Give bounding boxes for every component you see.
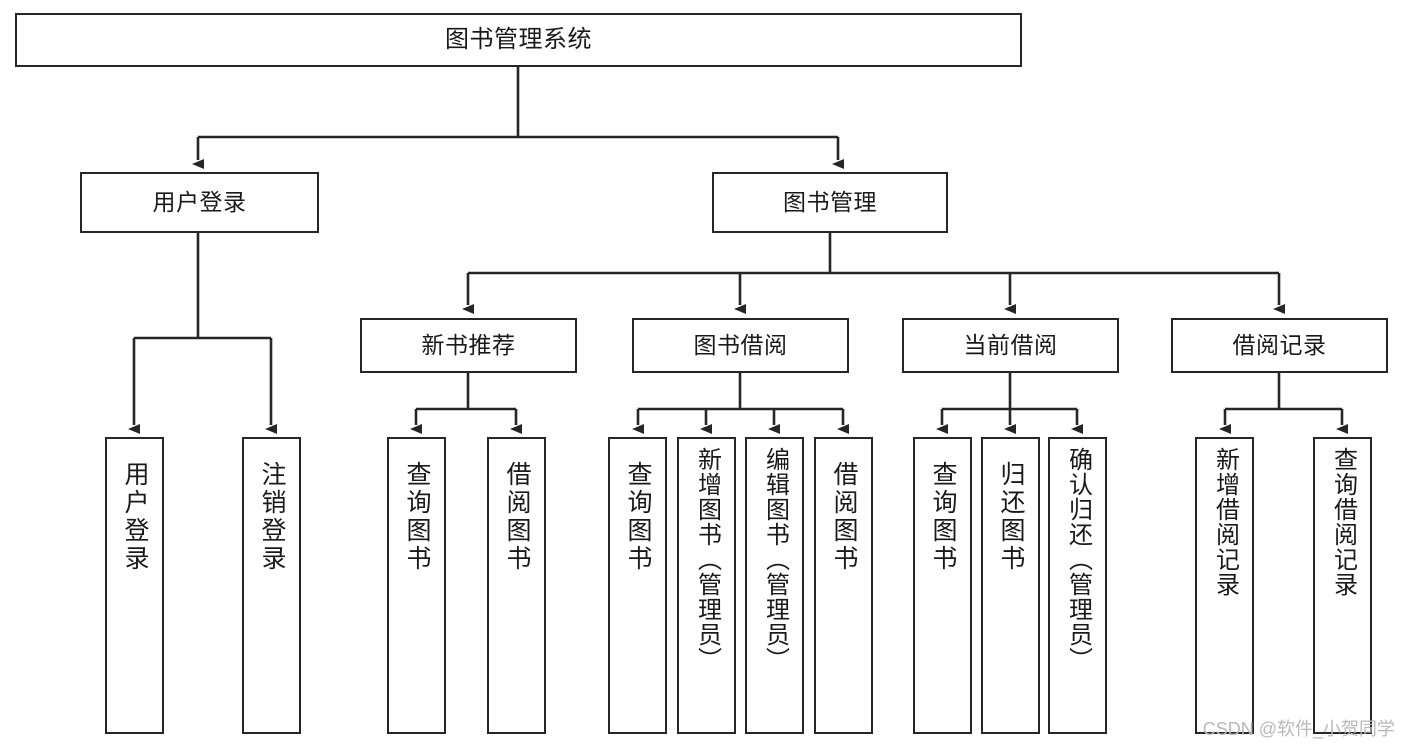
leaf-recommend-borrow-book[interactable]: 借阅图书 xyxy=(487,437,546,734)
leaf-borrow-query-book[interactable]: 查询图书 xyxy=(608,437,667,734)
node-label: 图书管理 xyxy=(783,188,877,215)
node-root-system[interactable]: 图书管理系统 xyxy=(15,13,1022,67)
node-label: 查询图书 xyxy=(929,461,957,573)
leaf-current-query-book[interactable]: 查询图书 xyxy=(913,437,972,734)
node-current-borrow[interactable]: 当前借阅 xyxy=(902,318,1119,373)
node-label: 查询图书 xyxy=(403,461,431,573)
node-label: 借阅图书 xyxy=(503,461,531,573)
leaf-current-return-book[interactable]: 归还图书 xyxy=(981,437,1040,734)
watermark-text: CSDN @软件_小贺同学 xyxy=(1202,719,1395,739)
node-label: 借阅图书 xyxy=(830,461,858,573)
leaf-record-add-borrow-record[interactable]: 新增借阅记录 xyxy=(1195,437,1254,734)
node-label: 编辑图书（管理员） xyxy=(761,447,789,672)
node-borrow-record[interactable]: 借阅记录 xyxy=(1171,318,1388,373)
node-label: 新增图书（管理员） xyxy=(693,447,721,672)
node-label: 当前借阅 xyxy=(963,331,1058,358)
leaf-record-query-borrow-record[interactable]: 查询借阅记录 xyxy=(1313,437,1372,734)
leaf-borrow-edit-book-admin[interactable]: 编辑图书（管理员） xyxy=(745,437,804,734)
node-new-book-recommend[interactable]: 新书推荐 xyxy=(360,318,577,373)
node-label: 图书管理系统 xyxy=(445,25,592,53)
node-user-login[interactable]: 用户登录 xyxy=(80,172,319,233)
node-book-management[interactable]: 图书管理 xyxy=(712,172,948,233)
node-label: 图书借阅 xyxy=(693,331,788,358)
node-book-borrow[interactable]: 图书借阅 xyxy=(632,318,849,373)
node-label: 用户登录 xyxy=(121,461,149,573)
node-label: 归还图书 xyxy=(997,461,1025,573)
node-label: 新书推荐 xyxy=(421,331,516,358)
node-label: 注销登录 xyxy=(258,461,286,573)
leaf-recommend-query-book[interactable]: 查询图书 xyxy=(387,437,446,734)
node-label: 用户登录 xyxy=(152,188,247,215)
leaf-logout[interactable]: 注销登录 xyxy=(242,437,301,734)
node-label: 借阅记录 xyxy=(1232,331,1327,358)
leaf-current-confirm-return-admin[interactable]: 确认归还（管理员） xyxy=(1048,437,1107,734)
node-label: 查询图书 xyxy=(624,461,652,573)
leaf-borrow-borrow-book[interactable]: 借阅图书 xyxy=(814,437,873,734)
node-label: 查询借阅记录 xyxy=(1329,447,1357,597)
leaf-user-login[interactable]: 用户登录 xyxy=(105,437,164,734)
node-label: 确认归还（管理员） xyxy=(1064,447,1092,672)
node-label: 新增借阅记录 xyxy=(1211,447,1239,597)
leaf-borrow-add-book-admin[interactable]: 新增图书（管理员） xyxy=(677,437,736,734)
